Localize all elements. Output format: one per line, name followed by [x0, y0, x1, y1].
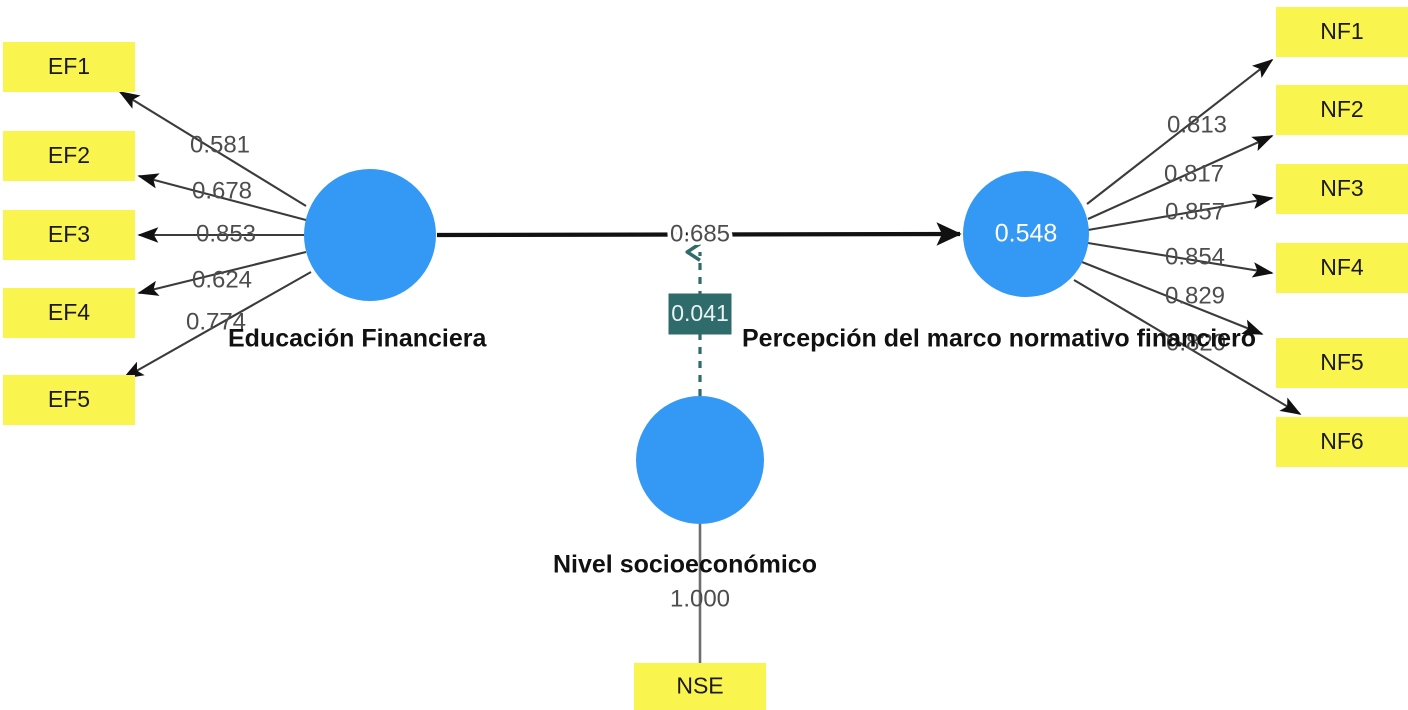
- indicator-box-NF3[interactable]: [1276, 164, 1408, 214]
- indicator-box-EF1[interactable]: [3, 42, 135, 92]
- structural-value-halo-ef-to-pmn: 0.685: [670, 220, 730, 247]
- loading-value-educacion-financiera-EF2: 0.678: [192, 177, 252, 204]
- outer-loading-line-EF2: [137, 173, 307, 222]
- constructs-layer: 0.548: [304, 169, 1089, 524]
- indicator-label-NF6: NF6: [1320, 428, 1363, 454]
- loading-value-percepcion-marco-normativo-NF6: 0.820: [1166, 329, 1226, 356]
- loading-value-percepcion-marco-normativo-NF5: 0.829: [1165, 282, 1225, 309]
- indicator-label-NF5: NF5: [1320, 349, 1363, 375]
- construct-circle-percepcion-marco-normativo[interactable]: [963, 171, 1089, 297]
- indicator-label-NF4: NF4: [1320, 254, 1364, 280]
- indicator-label-EF3: EF3: [48, 221, 90, 247]
- loading-value-educacion-financiera-EF4: 0.624: [192, 266, 252, 293]
- loading-value-percepcion-marco-normativo-NF3: 0.857: [1165, 198, 1225, 225]
- indicator-box-NF1[interactable]: [1276, 7, 1408, 57]
- indicator-label-NF3: NF3: [1320, 175, 1363, 201]
- construct-name-nivel-socioeconomico: Nivel socioeconómico: [553, 551, 817, 579]
- indicator-box-EF4[interactable]: [3, 288, 135, 338]
- indicator-label-EF5: EF5: [48, 386, 90, 412]
- moderation-value-box: [668, 293, 732, 335]
- indicator-label-NF1: NF1: [1320, 18, 1363, 44]
- outer-loading-line-NF4: [1087, 241, 1274, 278]
- indicator-box-NF4[interactable]: [1276, 243, 1408, 293]
- indicator-box-EF5[interactable]: [3, 375, 135, 425]
- indicator-label-NF2: NF2: [1320, 96, 1363, 122]
- labels-layer: 0.581 0.678 0.853 0.624 0.774 0.813 0.817 0.857…: [186, 111, 1256, 612]
- structural-path-ef-to-pmn: [436, 222, 962, 246]
- structural-value-ef-to-pmn: 0.685: [670, 220, 730, 247]
- outer-loading-line-NF6: [1073, 279, 1302, 415]
- indicator-box-EF2[interactable]: [3, 131, 135, 181]
- construct-name-educacion-financiera: Educación Financiera: [228, 325, 488, 353]
- indicator-box-NSE[interactable]: [634, 663, 766, 710]
- loading-value-educacion-financiera-EF3: 0.853: [196, 220, 256, 247]
- construct-circle-educacion-financiera[interactable]: [304, 169, 436, 301]
- outer-loading-line-NF1: [1086, 58, 1274, 205]
- outer-loading-line-EF1: [118, 91, 307, 207]
- indicator-box-NF2[interactable]: [1276, 85, 1408, 135]
- outer-loading-line-NF3: [1087, 193, 1274, 232]
- indicator-label-NSE: NSE: [676, 673, 723, 699]
- indicator-box-NF6[interactable]: [1276, 417, 1408, 467]
- loading-value-educacion-financiera-EF5: 0.774: [186, 308, 246, 335]
- loading-value-educacion-financiera-EF1: 0.581: [190, 131, 250, 158]
- moderation-layer: 0.041: [668, 252, 732, 396]
- indicator-label-EF2: EF2: [48, 142, 90, 168]
- outer-loading-line-NF2: [1087, 135, 1274, 220]
- indicator-box-NF5[interactable]: [1276, 338, 1408, 388]
- loading-value-percepcion-marco-normativo-NF4: 0.854: [1165, 243, 1225, 270]
- construct-name-percepcion-marco-normativo: Percepción del marco normativo financier…: [742, 325, 1256, 353]
- path-lines-layer: [118, 58, 1302, 663]
- outer-loading-line-EF5: [122, 271, 312, 379]
- outer-loading-line-NF5: [1081, 261, 1264, 335]
- loading-value-percepcion-marco-normativo-NF1: 0.813: [1167, 111, 1227, 138]
- moderation-value-label: 0.041: [671, 300, 729, 326]
- indicator-label-EF4: EF4: [48, 299, 90, 325]
- construct-circle-nivel-socioeconomico[interactable]: [636, 396, 764, 524]
- construct-r2-percepcion-marco-normativo: 0.548: [995, 220, 1058, 248]
- indicator-box-EF3[interactable]: [3, 210, 135, 260]
- loading-value-nivel-socioeconomico-NSE: 1.000: [670, 585, 730, 612]
- indicator-label-EF1: EF1: [48, 53, 90, 79]
- outer-loading-line-EF4: [137, 250, 307, 296]
- loading-value-percepcion-marco-normativo-NF2: 0.817: [1164, 160, 1224, 187]
